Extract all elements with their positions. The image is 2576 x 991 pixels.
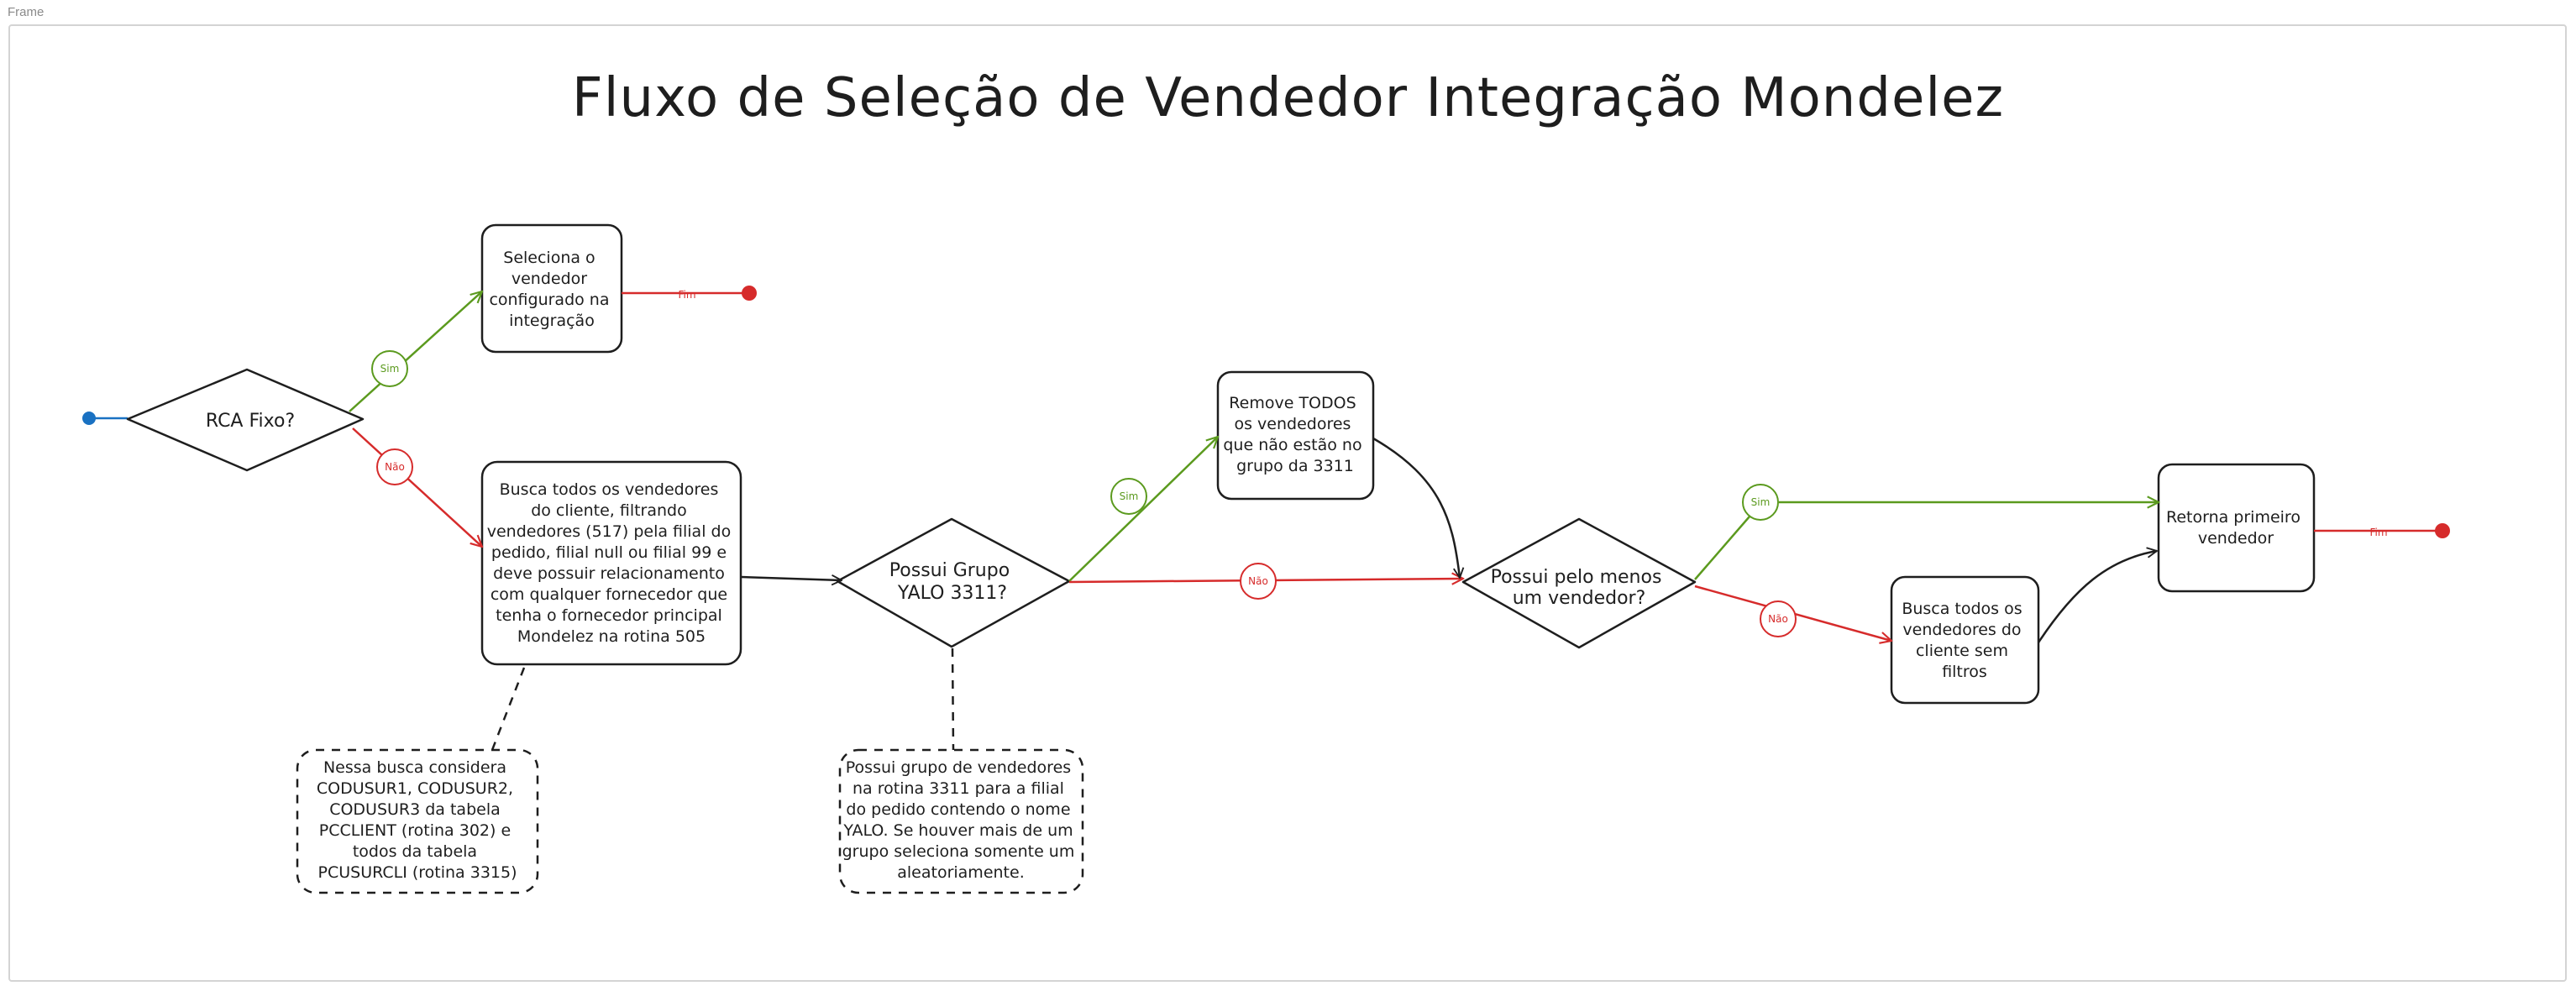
edge-line	[349, 291, 482, 412]
remove-todos-node[interactable]: Remove TODOS os vendedores que não estão…	[1216, 370, 1375, 501]
edge-label-nao: Não	[1248, 575, 1268, 587]
edge-grupo-sim[interactable]: Sim	[1068, 437, 1218, 582]
decision-diamond-shape	[126, 368, 365, 472]
note-box	[838, 748, 1084, 894]
possui-grupo-note-text: Possui grupo de vendedores na rotina 331…	[842, 758, 1080, 882]
remove-todos-text: Remove TODOS os vendedores que não estão…	[1223, 394, 1367, 475]
edge-vendedor-nao[interactable]: Não	[1694, 585, 1891, 641]
possui-vendedor-text: Possui pelo menos um vendedor?	[1491, 567, 1668, 609]
possui-grupo-note[interactable]: Possui grupo de vendedores na rotina 331…	[838, 648, 1084, 894]
retorna-primeiro-node[interactable]: Retorna primeiro vendedor	[2157, 463, 2316, 593]
edge-label-circle	[1240, 563, 1277, 600]
retorna-primeiro-text: Retorna primeiro vendedor	[2166, 508, 2306, 548]
edge-label-circle	[1742, 484, 1779, 521]
busca-todos-text: Busca todos os vendedores do cliente, fi…	[487, 480, 737, 646]
edge-sem-filtros-retorna[interactable]	[2037, 551, 2157, 643]
end-dot	[2435, 523, 2450, 538]
process-box	[1890, 575, 2040, 705]
edge-label-fim: Fim	[2369, 527, 2387, 538]
edge-remove-vendedor[interactable]	[1372, 437, 1460, 578]
edge-label-nao: Não	[1768, 613, 1788, 625]
edge-line	[352, 427, 482, 547]
edge-label-sim: Sim	[380, 363, 400, 375]
edge-label-sim: Sim	[1120, 490, 1139, 502]
possui-grupo-decision[interactable]: Possui Grupo YALO 3311?	[836, 517, 1071, 648]
process-box	[480, 460, 742, 666]
nessa-busca-text: Nessa busca considera CODUSUR1, CODUSUR2…	[317, 758, 518, 882]
note-box	[296, 748, 539, 894]
edge-label-nao: Não	[385, 461, 405, 473]
edge-label-sim: Sim	[1751, 496, 1771, 508]
process-box	[2157, 463, 2316, 593]
edge-rca-nao[interactable]: Não	[352, 427, 482, 547]
edge-line	[1068, 437, 1218, 582]
nessa-busca-note[interactable]: Nessa busca considera CODUSUR1, CODUSUR2…	[296, 667, 539, 894]
diagram-title: Fluxo de Seleção de Vendedor Integração …	[571, 67, 2005, 129]
edge-rca-sim[interactable]: Sim	[349, 291, 482, 412]
end-dot	[742, 286, 757, 301]
edge-retorna-fim[interactable]: Fim	[2314, 523, 2450, 538]
edge-label-fim: Fim	[678, 289, 695, 301]
edge-line	[740, 577, 842, 580]
start-node[interactable]	[82, 412, 128, 425]
decision-diamond-shape	[1461, 517, 1697, 649]
frame-label: Frame	[8, 5, 45, 19]
edge-line	[1372, 437, 1460, 578]
edge-busca-grupo[interactable]	[740, 577, 842, 580]
edge-label-circle	[1110, 478, 1147, 515]
rca-fixo-decision[interactable]: RCA Fixo?	[126, 368, 365, 472]
seleciona-vendedor-text: Seleciona o vendedor configurado na inte…	[489, 249, 614, 330]
busca-sem-filtros-node[interactable]: Busca todos os vendedores do cliente sem…	[1890, 575, 2040, 705]
edge-line	[2037, 551, 2157, 643]
rca-fixo-label: RCA Fixo?	[206, 411, 295, 432]
frame[interactable]	[8, 24, 2567, 982]
seleciona-vendedor-node[interactable]: Seleciona o vendedor configurado na inte…	[480, 223, 623, 354]
edge-label-circle	[376, 448, 413, 485]
possui-vendedor-decision[interactable]: Possui pelo menos um vendedor?	[1461, 517, 1697, 649]
busca-sem-filtros-text: Busca todos os vendedores do cliente sem…	[1902, 600, 2027, 681]
process-box	[480, 223, 623, 354]
possui-grupo-text: Possui Grupo YALO 3311?	[889, 560, 1015, 604]
edge-label-circle	[371, 350, 408, 387]
edge-label-circle	[1760, 600, 1797, 637]
decision-diamond-shape	[836, 517, 1071, 648]
busca-todos-vendedores-node[interactable]: Busca todos os vendedores do cliente, fi…	[480, 460, 742, 666]
note-connector	[491, 667, 526, 751]
edge-vendedor-sim[interactable]: Sim	[1694, 484, 2159, 580]
note-connector	[951, 648, 955, 751]
edge-seleciona-fim[interactable]: Fim	[622, 286, 757, 301]
edge-grupo-nao[interactable]: Não	[1068, 563, 1463, 600]
